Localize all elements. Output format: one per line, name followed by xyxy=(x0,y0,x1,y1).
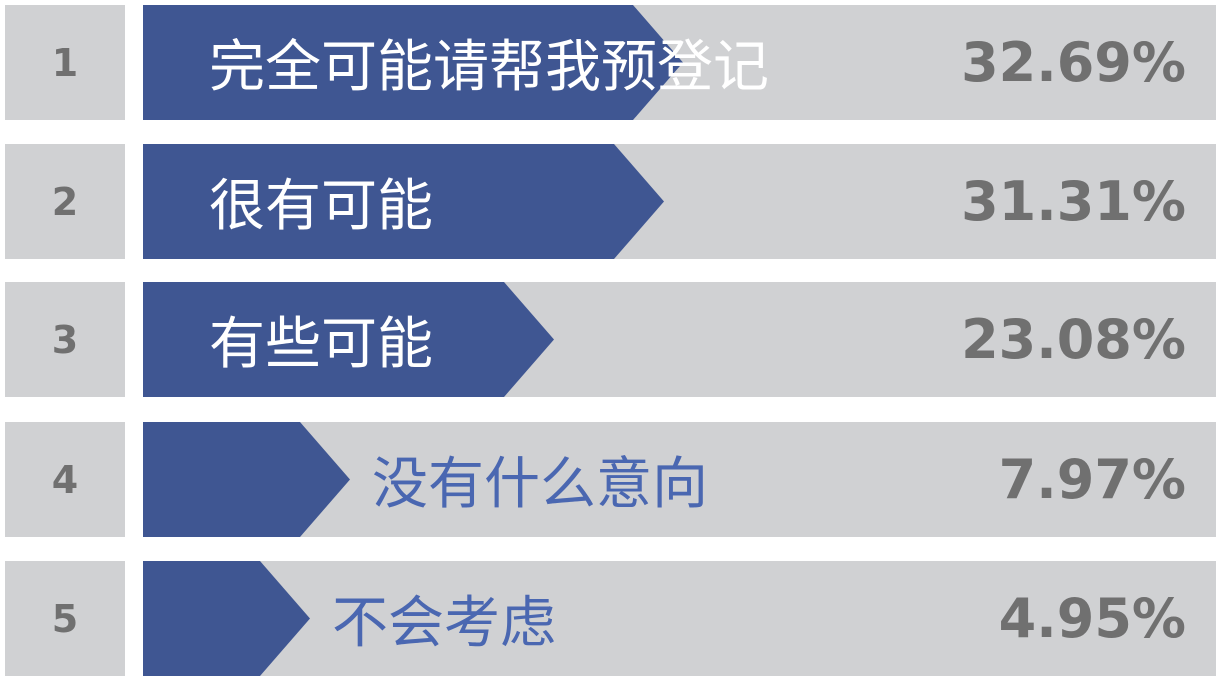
bar-arrow xyxy=(143,561,310,676)
bar-arrow xyxy=(143,5,683,120)
bar-track: 没有什么意向 7.97% xyxy=(143,422,1216,537)
chart-row: 1 完全可能请帮我预登记 32.69% xyxy=(0,5,1216,120)
chart-row: 4 没有什么意向 7.97% xyxy=(0,422,1216,537)
value-label: 31.31% xyxy=(961,170,1186,233)
bar-track: 完全可能请帮我预登记 32.69% xyxy=(143,5,1216,120)
bar-arrow xyxy=(143,422,350,537)
bar-arrow xyxy=(143,144,664,259)
value-label: 7.97% xyxy=(998,448,1186,511)
bar-track: 有些可能 23.08% xyxy=(143,282,1216,397)
value-label: 23.08% xyxy=(961,308,1186,371)
rank-number: 1 xyxy=(5,5,125,120)
rank-number: 2 xyxy=(5,144,125,259)
value-label: 4.95% xyxy=(998,587,1186,650)
value-label: 32.69% xyxy=(961,31,1186,94)
rank-number: 5 xyxy=(5,561,125,676)
category-label: 有些可能 xyxy=(209,312,433,377)
category-label: 没有什么意向 xyxy=(372,452,708,517)
bar-arrow xyxy=(143,282,554,397)
category-label: 完全可能请帮我预登记 xyxy=(209,35,769,100)
chart-row: 2 很有可能 31.31% xyxy=(0,144,1216,259)
category-label: 很有可能 xyxy=(209,174,433,239)
bar-track: 很有可能 31.31% xyxy=(143,144,1216,259)
chart-row: 5 不会考虑 4.95% xyxy=(0,561,1216,676)
rank-number: 3 xyxy=(5,282,125,397)
rank-number: 4 xyxy=(5,422,125,537)
chart-row: 3 有些可能 23.08% xyxy=(0,282,1216,397)
category-label: 不会考虑 xyxy=(332,591,556,656)
bar-track: 不会考虑 4.95% xyxy=(143,561,1216,676)
